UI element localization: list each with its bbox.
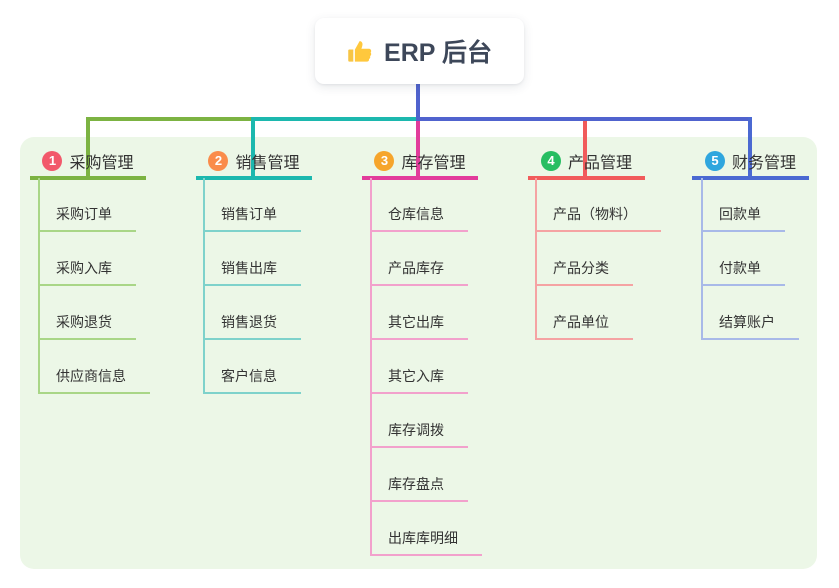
mindmap-background-panel xyxy=(20,137,817,569)
branch-badge-3: 3 xyxy=(374,151,395,171)
child-node-purchase-inbound[interactable]: 采购入库 xyxy=(38,258,136,286)
connector-drop-product xyxy=(583,121,587,180)
child-node-product-category[interactable]: 产品分类 xyxy=(535,258,633,286)
connector-children-purchase xyxy=(38,178,40,394)
branch-label-inventory: 库存管理 xyxy=(401,155,466,172)
branch-node-sales[interactable]: 2 销售管理 xyxy=(196,146,312,180)
connector-children-product xyxy=(535,178,537,340)
child-node-sales-order[interactable]: 销售订单 xyxy=(203,204,301,232)
child-node-settlement-account[interactable]: 结算账户 xyxy=(701,312,799,340)
connector-horizontal-sales xyxy=(251,117,418,121)
child-node-payment-doc[interactable]: 付款单 xyxy=(701,258,785,286)
branch-badge-5: 5 xyxy=(704,151,725,171)
branch-badge-1: 1 xyxy=(42,151,63,171)
connector-children-sales xyxy=(203,178,205,394)
connector-horizontal-right xyxy=(416,117,752,121)
branch-node-purchase[interactable]: 1 采购管理 xyxy=(30,146,146,180)
child-node-warehouse-info[interactable]: 仓库信息 xyxy=(370,204,468,232)
branch-badge-2: 2 xyxy=(208,151,229,171)
child-node-product-stock[interactable]: 产品库存 xyxy=(370,258,468,286)
connector-drop-finance xyxy=(748,117,752,180)
child-node-receipt-doc[interactable]: 回款单 xyxy=(701,204,785,232)
child-node-outbound-detail[interactable]: 出库库明细 xyxy=(370,528,482,556)
branch-label-product: 产品管理 xyxy=(567,155,632,172)
child-node-other-inbound[interactable]: 其它入库 xyxy=(370,366,468,394)
child-node-stock-taking[interactable]: 库存盘点 xyxy=(370,474,468,502)
child-node-sales-outbound[interactable]: 销售出库 xyxy=(203,258,301,286)
root-node-label: ERP 后台 xyxy=(384,39,492,67)
connector-children-inventory xyxy=(370,178,372,556)
branch-badge-4: 4 xyxy=(540,151,561,171)
branch-node-product[interactable]: 4 产品管理 xyxy=(528,146,645,180)
branch-label-finance: 财务管理 xyxy=(731,155,796,172)
connector-drop-purchase xyxy=(86,117,90,180)
child-node-customer-info[interactable]: 客户信息 xyxy=(203,366,301,394)
connector-drop-inventory xyxy=(416,121,420,180)
root-node[interactable]: ERP 后台 xyxy=(315,18,524,84)
connector-horizontal-purchase xyxy=(86,117,253,121)
child-node-purchase-return[interactable]: 采购退货 xyxy=(38,312,136,340)
connector-drop-sales xyxy=(251,117,255,180)
child-node-other-outbound[interactable]: 其它出库 xyxy=(370,312,468,340)
child-node-stock-transfer[interactable]: 库存调拨 xyxy=(370,420,468,448)
connector-root-trunk xyxy=(416,84,420,121)
thumbs-up-icon xyxy=(347,38,374,65)
branch-node-inventory[interactable]: 3 库存管理 xyxy=(362,146,478,180)
branch-label-sales: 销售管理 xyxy=(235,155,300,172)
child-node-product-material[interactable]: 产品（物料） xyxy=(535,204,661,232)
connector-children-finance xyxy=(701,178,703,340)
child-node-sales-return[interactable]: 销售退货 xyxy=(203,312,301,340)
branch-label-purchase: 采购管理 xyxy=(69,155,134,172)
child-node-product-unit[interactable]: 产品单位 xyxy=(535,312,633,340)
child-node-purchase-order[interactable]: 采购订单 xyxy=(38,204,136,232)
child-node-supplier-info[interactable]: 供应商信息 xyxy=(38,366,150,394)
branch-node-finance[interactable]: 5 财务管理 xyxy=(692,146,809,180)
